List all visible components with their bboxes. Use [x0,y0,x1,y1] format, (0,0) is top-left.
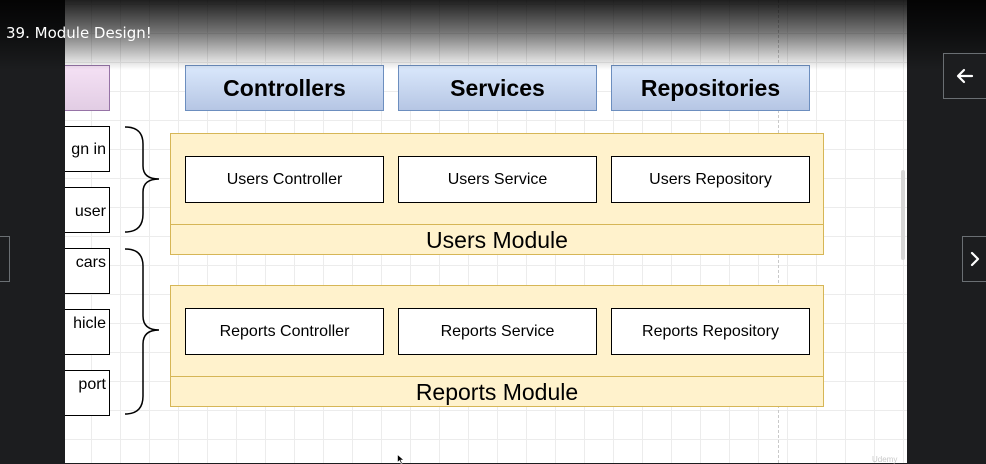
diagram-canvas: Controllers Services Repositories gn in … [65,0,907,463]
users-service-box: Users Service [398,156,597,203]
users-controller-box: Users Controller [185,156,384,203]
reports-module-label: Reports Module [415,378,579,405]
left-route-box: gn in [65,126,110,172]
users-brace [124,126,160,233]
left-route-label: cars [75,254,106,271]
left-route-label: hicle [73,315,106,332]
reports-controller-box: Reports Controller [185,308,384,355]
prev-lecture-button[interactable] [0,236,10,282]
left-route-label: port [78,376,106,393]
left-route-label: gn in [71,141,106,158]
header-services: Services [398,65,597,111]
canvas-scrollbar[interactable] [901,170,905,260]
users-module-label: Users Module [426,226,568,253]
header-repositories: Repositories [611,65,810,111]
reports-module: Reports Controller Reports Service Repor… [170,285,824,407]
partial-pink-box [65,65,110,111]
back-button[interactable] [943,53,986,99]
left-route-box: user [65,187,110,233]
reports-brace [124,248,160,415]
module-divider [171,224,823,225]
module-divider [171,376,823,377]
watermark: Udemy [872,455,898,464]
left-route-box: port [65,370,110,416]
lecture-title: 39. Module Design! [6,24,152,42]
users-module: Users Controller Users Service Users Rep… [170,133,824,255]
chevron-right-icon [970,251,980,267]
reports-service-box: Reports Service [398,308,597,355]
arrow-left-icon [956,68,974,84]
left-route-box: hicle [65,309,110,355]
reports-repository-box: Reports Repository [611,308,810,355]
next-lecture-button[interactable] [962,236,986,282]
left-route-box: cars [65,248,110,294]
users-repository-box: Users Repository [611,156,810,203]
header-controllers: Controllers [185,65,384,111]
left-route-label: user [74,203,106,220]
